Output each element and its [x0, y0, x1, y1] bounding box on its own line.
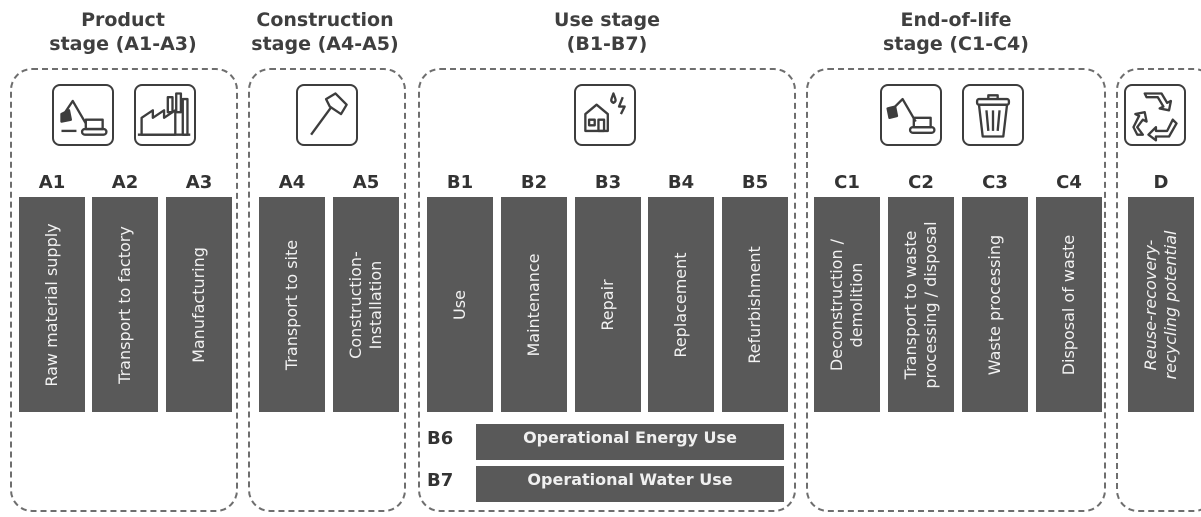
module-label-b3: Repair — [598, 278, 617, 331]
module-bar-a1: Raw material supply — [19, 197, 85, 412]
stage-box-product — [10, 68, 238, 512]
module-code-b5: B5 — [741, 172, 769, 193]
trash-can-icon — [962, 84, 1024, 146]
module-code-a2: A2 — [111, 172, 139, 193]
recycle-icon — [1124, 84, 1186, 146]
module-code-a3: A3 — [185, 172, 213, 193]
house-weather-icon — [574, 84, 636, 146]
module-label-b5: Refurbishment — [745, 245, 764, 364]
module-label-line: recycling potential — [1161, 230, 1180, 379]
factory-icon — [134, 84, 196, 146]
module-label-line: Deconstruction / — [827, 238, 846, 371]
stage-box-beyond — [1116, 68, 1201, 512]
stage-box-end-of-life — [806, 68, 1106, 512]
stage-title-line: Use stage — [554, 9, 660, 31]
module-label-a1: Raw material supply — [42, 222, 61, 387]
stage-title-line: stage (C1-C4) — [883, 33, 1029, 55]
module-bar-b5: Refurbishment — [722, 197, 788, 412]
module-code-a1: A1 — [38, 172, 66, 193]
module-label-line: Transport to waste — [901, 230, 920, 379]
stage-title-line: stage (A1-A3) — [49, 33, 197, 55]
module-label-line: Construction- — [346, 250, 365, 359]
module-code-a5: A5 — [352, 172, 380, 193]
stage-title-construction: Construction stage (A4-A5) — [244, 8, 406, 56]
module-code-c2: C2 — [908, 172, 934, 193]
module-code-b2: B2 — [520, 172, 548, 193]
module-label-d: Reuse-recovery-recycling potential — [1141, 230, 1181, 379]
module-bar-b4: Replacement — [648, 197, 714, 412]
module-label-a5: Construction-Installation — [346, 251, 386, 359]
hammer-icon — [296, 84, 358, 146]
module-bar-a3: Manufacturing — [166, 197, 232, 412]
module-label-a2: Transport to factory — [115, 225, 134, 384]
stage-box-construction — [248, 68, 406, 512]
module-code-a4: A4 — [278, 172, 306, 193]
module-label-b2: Maintenance — [524, 252, 543, 357]
stage-title-end-of-life: End-of-life stage (C1-C4) — [806, 8, 1106, 56]
module-label-a4: Transport to site — [282, 239, 301, 370]
module-bar-b1: Use — [427, 197, 493, 412]
module-bar-c3: Waste processing — [962, 197, 1028, 412]
module-label-b4: Replacement — [671, 251, 690, 358]
module-label-line: Reuse-recovery- — [1141, 239, 1160, 370]
module-code-b7: B7 — [427, 470, 454, 491]
module-bar-b2: Maintenance — [501, 197, 567, 412]
module-label-a3: Manufacturing — [189, 246, 208, 363]
module-bar-c4: Disposal of waste — [1036, 197, 1102, 412]
stage-title-line: (B1-B7) — [566, 33, 648, 55]
module-code-b3: B3 — [594, 172, 622, 193]
module-label-c3: Waste processing — [985, 234, 1004, 375]
module-bar-b7: Operational Water Use — [476, 466, 784, 502]
stage-box-use — [418, 68, 796, 512]
module-label-c4: Disposal of waste — [1059, 234, 1078, 375]
module-code-b6: B6 — [427, 428, 454, 449]
module-code-c4: C4 — [1056, 172, 1082, 193]
module-label-line: processing / disposal — [921, 220, 940, 389]
module-bar-a4: Transport to site — [259, 197, 325, 412]
stage-title-line: Construction — [256, 9, 394, 31]
module-label-b1: Use — [450, 289, 469, 320]
module-code-c3: C3 — [982, 172, 1008, 193]
excavator-icon — [52, 84, 114, 146]
module-bar-b6: Operational Energy Use — [476, 424, 784, 460]
demolition-excavator-icon — [880, 84, 942, 146]
module-bar-c1: Deconstruction /demolition — [814, 197, 880, 412]
module-code-c1: C1 — [834, 172, 860, 193]
module-bar-a5: Construction-Installation — [333, 197, 399, 412]
module-code-b1: B1 — [446, 172, 474, 193]
stage-title-product: Product stage (A1-A3) — [10, 8, 236, 56]
module-label-line: demolition — [847, 262, 866, 347]
stage-title-line: stage (A4-A5) — [251, 33, 399, 55]
stage-title-line: End-of-life — [900, 9, 1012, 31]
stage-title-use: Use stage (B1-B7) — [418, 8, 796, 56]
module-label-line: Installation — [366, 260, 385, 349]
module-code-b4: B4 — [667, 172, 695, 193]
module-label-c1: Deconstruction /demolition — [827, 238, 867, 370]
module-code-d: D — [1153, 172, 1169, 193]
stage-title-line: Product — [81, 9, 165, 31]
module-bar-a2: Transport to factory — [92, 197, 158, 412]
module-bar-d: Reuse-recovery-recycling potential — [1128, 197, 1194, 412]
module-bar-b3: Repair — [575, 197, 641, 412]
